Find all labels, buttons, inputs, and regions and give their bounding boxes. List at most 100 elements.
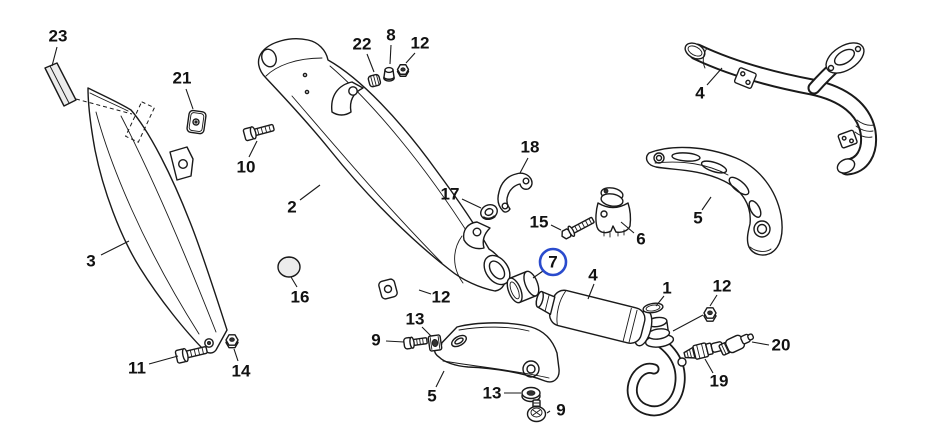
callout-leader-line — [405, 52, 416, 64]
part-20-fitting-drawing — [718, 333, 755, 356]
callout-number: 13 — [483, 384, 502, 403]
part-13-clip-nut-drawing — [427, 334, 443, 352]
part-22-spacer-drawing — [367, 73, 382, 88]
callout-15[interactable]: 15 — [530, 213, 562, 232]
callout-number: 4 — [588, 266, 598, 285]
callout-12a[interactable]: 12 — [405, 34, 429, 64]
callout-number: 22 — [353, 35, 372, 54]
callout-number: 12 — [713, 277, 732, 296]
part-18-bracket-drawing — [497, 172, 533, 213]
callout-number: 5 — [693, 209, 702, 228]
callout-23[interactable]: 23 — [49, 27, 68, 67]
callout-number: 3 — [86, 252, 95, 271]
part-6-rubber-mount-drawing — [595, 187, 632, 238]
callout-leader-line — [148, 355, 179, 365]
callout-number: 8 — [386, 26, 395, 45]
callout-11[interactable]: 11 — [128, 355, 179, 378]
callout-21[interactable]: 21 — [173, 69, 194, 110]
callout-number: 6 — [636, 230, 645, 249]
part-9-screw-left-drawing — [403, 336, 428, 350]
callout-leader-line — [366, 53, 375, 73]
callout-leader-line — [418, 289, 432, 295]
part-21-plate-drawing — [186, 109, 207, 135]
callout-leader-line — [389, 44, 392, 65]
callout-number: 5 — [427, 387, 436, 406]
callout-number: 16 — [291, 288, 310, 307]
callout-leader-line — [435, 370, 445, 388]
callout-5a[interactable]: 5 — [693, 196, 712, 228]
callout-leader-line — [421, 326, 432, 337]
callout-number: 23 — [49, 27, 68, 46]
callout-17[interactable]: 17 — [441, 185, 482, 209]
callout-1[interactable]: 1 — [655, 279, 672, 307]
callout-4a[interactable]: 4 — [695, 67, 723, 103]
callout-leader-line — [233, 348, 239, 362]
callout-leader-line — [461, 198, 482, 209]
callout-leader-line — [299, 184, 321, 201]
part-14-nut-drawing — [225, 334, 239, 349]
callout-leader-line — [550, 224, 562, 231]
callout-number: 1 — [662, 279, 671, 298]
part-7-connector-ring-drawing — [506, 270, 540, 304]
callout-leader-line — [532, 270, 544, 279]
callout-number: 21 — [173, 69, 192, 88]
callout-12c[interactable]: 12 — [672, 277, 732, 332]
callout-18[interactable]: 18 — [519, 138, 539, 174]
part-15-bolt-drawing — [561, 216, 595, 240]
part-23-strip-drawing — [44, 62, 133, 115]
callout-leader-line — [185, 88, 194, 110]
part-13-washer-drawing — [521, 386, 541, 403]
callout-12b[interactable]: 12 — [418, 288, 451, 307]
callout-9b[interactable]: 9 — [546, 401, 566, 420]
callout-9a[interactable]: 9 — [371, 331, 405, 350]
callout-leader-line — [290, 276, 298, 288]
callout-number: 17 — [441, 185, 460, 204]
callout-number: 14 — [232, 362, 251, 381]
callout-number: 19 — [710, 372, 729, 391]
callout-leader-line — [620, 221, 635, 234]
part-5-heat-shield-bottom-drawing — [433, 322, 560, 383]
callout-number: 10 — [237, 158, 256, 177]
part-17-washer-drawing — [480, 204, 498, 220]
callout-number: 13 — [406, 310, 425, 329]
callout-number: 20 — [772, 336, 791, 355]
callout-5b[interactable]: 5 — [427, 370, 445, 406]
callout-8[interactable]: 8 — [386, 26, 396, 65]
callout-2[interactable]: 2 — [287, 184, 321, 217]
callout-22[interactable]: 22 — [353, 35, 375, 73]
callout-10[interactable]: 10 — [237, 140, 258, 177]
callout-13a[interactable]: 13 — [406, 310, 432, 337]
callout-3[interactable]: 3 — [86, 240, 130, 271]
callout-14[interactable]: 14 — [232, 348, 251, 381]
callout-4b[interactable]: 4 — [587, 266, 598, 300]
callout-leader-line — [704, 358, 714, 374]
callout-leader-line — [100, 240, 130, 256]
part-12-nut-right-drawing — [703, 307, 717, 322]
callout-6[interactable]: 6 — [620, 221, 646, 249]
callout-leader-line — [751, 341, 770, 346]
part-4-lower-silencer-drawing — [535, 289, 687, 417]
callout-7[interactable]: 7 — [532, 247, 568, 279]
callout-number: 7 — [548, 253, 557, 272]
callout-20[interactable]: 20 — [751, 336, 791, 355]
callout-leader-line — [655, 295, 665, 307]
callout-number: 9 — [556, 401, 565, 420]
part-19-sensor-drawing — [683, 341, 724, 360]
callout-13b[interactable]: 13 — [483, 384, 521, 403]
part-16-rubber-cap-drawing — [277, 256, 301, 278]
callout-leader-line — [546, 410, 551, 414]
callout-16[interactable]: 16 — [290, 276, 310, 307]
callout-number: 9 — [371, 331, 380, 350]
callout-leader-line — [701, 196, 712, 211]
callout-number: 2 — [287, 198, 296, 217]
callout-leader-line — [672, 314, 704, 332]
callout-leader-line — [587, 283, 595, 300]
callout-leader-line — [385, 340, 405, 343]
callout-number: 12 — [432, 288, 451, 307]
part-10-bolt-drawing — [242, 123, 275, 142]
part-11-screw-drawing — [174, 346, 208, 364]
callout-19[interactable]: 19 — [704, 358, 729, 391]
